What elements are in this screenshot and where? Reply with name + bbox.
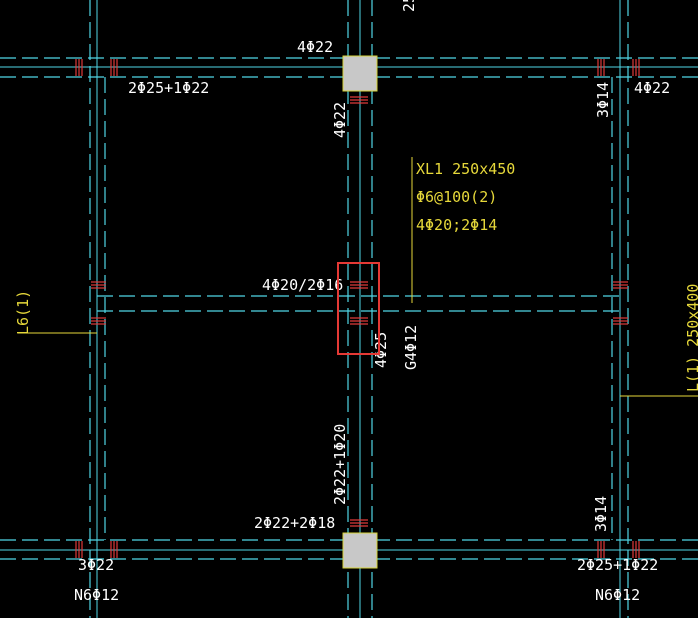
rebar-mark-bottom-right: [597, 541, 640, 558]
label-bottom-right-a: 2Φ25+1Φ22: [577, 556, 658, 574]
label-top-left-beam: 2Φ25+1Φ22: [128, 79, 209, 97]
label-bottom-left-b: N6Φ12: [74, 586, 119, 604]
label-top-cut: 25: [400, 0, 418, 12]
rebar-mark-middle-right: [613, 281, 628, 325]
rebar-mark-middle-center: [350, 281, 368, 325]
rebar-marks: [75, 59, 640, 558]
rebar-mark-top-center: [350, 96, 368, 104]
labels: 4Φ22 2Φ25+1Φ22 4Φ22 3Φ14 4Φ22 25 XL1 250…: [14, 0, 698, 604]
label-xl-rebar: 4Φ20;2Φ14: [416, 216, 497, 234]
label-top-right-vertical: 3Φ14: [594, 82, 612, 118]
label-right-tag: L(1) 250x400: [684, 284, 698, 392]
label-bottom-right-b: N6Φ12: [595, 586, 640, 604]
label-middle-vertical-b: G4Φ12: [402, 325, 420, 370]
selection-highlight-box[interactable]: [337, 262, 380, 355]
label-center-vertical-lower: 2Φ22+1Φ20: [331, 424, 349, 505]
label-middle-beam: 4Φ20/2Φ16: [262, 276, 343, 294]
columns: [342, 55, 378, 569]
label-left-tag: L6(1): [14, 290, 32, 335]
label-bottom-left-a: 3Φ22: [78, 556, 114, 574]
rebar-mark-middle-left: [91, 281, 106, 325]
leader-lines: [18, 157, 698, 397]
label-center-vertical-upper: 4Φ22: [331, 102, 349, 138]
label-xl-stirrup: Φ6@100(2): [416, 188, 497, 206]
rebar-mark-bottom-center: [350, 519, 368, 527]
rebar-mark-top-right: [597, 59, 640, 76]
label-top-right-beam: 4Φ22: [634, 79, 670, 97]
rebar-mark-bottom-left: [75, 541, 118, 558]
label-bottom-beam: 2Φ22+2Φ18: [254, 514, 335, 532]
label-middle-vertical-a: 4Φ25: [372, 332, 390, 368]
label-bottom-right-vertical: 3Φ14: [592, 496, 610, 532]
column-top-center[interactable]: [342, 55, 378, 92]
rebar-mark-top-left: [75, 59, 118, 76]
column-bottom-center[interactable]: [342, 532, 378, 569]
label-xl-name: XL1 250x450: [416, 160, 515, 178]
label-top-beam: 4Φ22: [297, 38, 333, 56]
